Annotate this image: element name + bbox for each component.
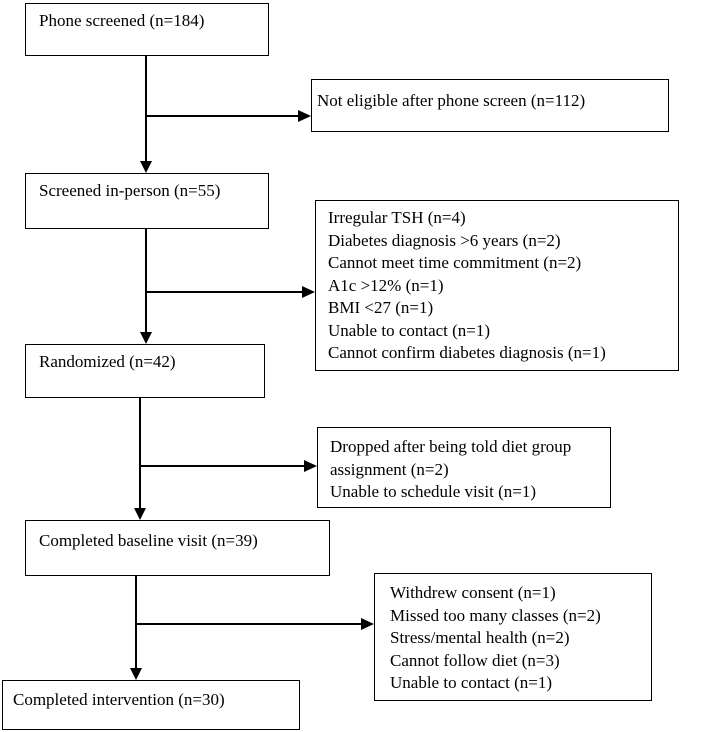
- arrow-head-down: [130, 668, 142, 680]
- arrow-head-down: [134, 508, 146, 520]
- exclusion-reason: Stress/mental health (n=2): [390, 628, 570, 647]
- step-box-completed-intervention: Completed intervention (n=30): [2, 680, 300, 730]
- exclusion-reason: Withdrew consent (n=1): [390, 583, 556, 602]
- exclusion-box-phone-screen: Not eligible after phone screen (n=112): [311, 79, 669, 132]
- exclusion-reason: Unable to contact (n=1): [328, 320, 491, 340]
- exclusion-reason: Irregular TSH (n=4): [328, 208, 466, 227]
- step-label: Completed intervention (n=30): [13, 690, 225, 709]
- arrow-head-right: [304, 460, 317, 472]
- exclusion-box-baseline: Withdrew consent (n=1) Missed too many c…: [374, 573, 652, 701]
- arrow-head-right: [298, 110, 311, 122]
- step-label: Screened in-person (n=55): [39, 181, 221, 200]
- step-box-randomized: Randomized (n=42): [25, 344, 265, 398]
- arrow-head-right: [302, 286, 315, 298]
- arrow-head-down: [140, 332, 152, 344]
- exclusion-reason: Dropped after being told diet group: [330, 437, 572, 456]
- exclusion-box-in-person: Irregular TSH (n=4) Diabetes diagnosis >…: [315, 200, 679, 371]
- exclusion-reason: Cannot meet time commitment (n=2): [328, 253, 582, 272]
- exclusion-reason: Unable to contact (n=1): [390, 673, 553, 692]
- exclusion-reason: Diabetes diagnosis >6 years (n=2): [328, 230, 561, 250]
- step-box-completed-baseline-visit: Completed baseline visit (n=39): [25, 520, 330, 576]
- exclusion-reason: A1c >12% (n=1): [328, 275, 444, 295]
- step-label: Randomized (n=42): [39, 352, 176, 371]
- exclusion-box-randomized: Dropped after being told diet group assi…: [317, 427, 611, 508]
- exclusion-reason: assignment (n=2): [330, 459, 449, 479]
- exclusion-reason: Missed too many classes (n=2): [390, 605, 601, 625]
- exclusion-reason: BMI <27 (n=1): [328, 298, 434, 317]
- arrow-head-right: [361, 618, 374, 630]
- exclusion-reason: Cannot follow diet (n=3): [390, 650, 560, 670]
- step-label: Completed baseline visit (n=39): [39, 531, 258, 550]
- exclusion-reason: Unable to schedule visit (n=1): [330, 482, 536, 501]
- step-box-screened-in-person: Screened in-person (n=55): [25, 173, 269, 229]
- arrow-head-down: [140, 161, 152, 173]
- step-box-phone-screened: Phone screened (n=184): [25, 3, 269, 56]
- exclusion-reason: Not eligible after phone screen (n=112): [317, 91, 586, 110]
- step-label: Phone screened (n=184): [39, 11, 205, 30]
- exclusion-reason: Cannot confirm diabetes diagnosis (n=1): [328, 343, 606, 362]
